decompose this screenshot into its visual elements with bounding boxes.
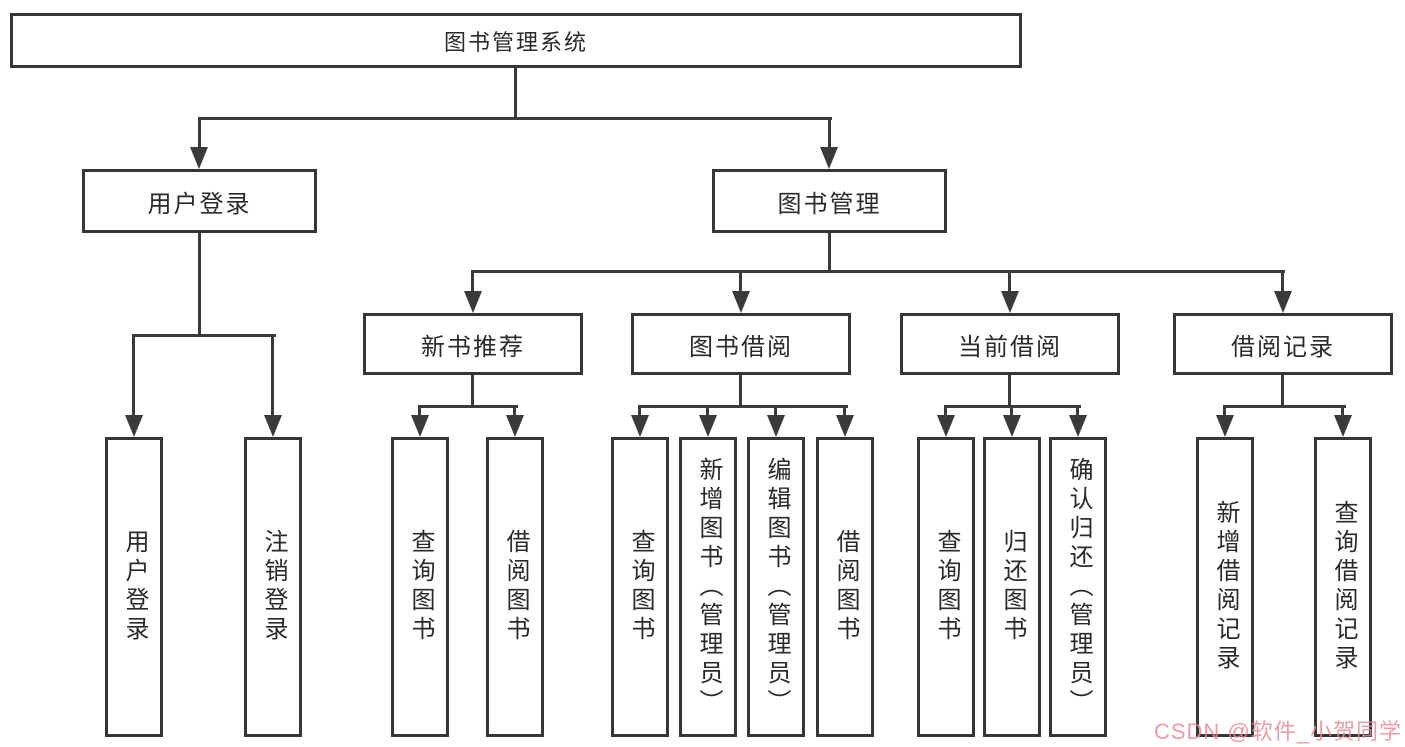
node-label: 归还图书 xyxy=(999,529,1026,645)
node-borrow-edit-books-admin: 编辑图书（管理员） xyxy=(747,437,805,737)
node-label: 用户登录 xyxy=(147,190,252,218)
connector-level3-rail xyxy=(471,270,1285,273)
connector-newrec-rail xyxy=(418,405,518,408)
node-user-login-leaf: 用户登录 xyxy=(105,437,163,737)
connector-drop xyxy=(774,405,777,417)
node-records-add-record: 新增借阅记录 xyxy=(1196,437,1254,737)
node-current-return-books: 归还图书 xyxy=(983,437,1041,737)
connector-drop xyxy=(513,405,516,417)
arrow-down-icon xyxy=(820,147,838,169)
node-label: 新书推荐 xyxy=(421,333,525,361)
node-label: 确认归还（管理员） xyxy=(1065,456,1092,718)
connector-root-stub xyxy=(514,68,517,117)
node-newrec-query-books: 查询图书 xyxy=(391,437,449,737)
node-label: 查询图书 xyxy=(407,529,434,645)
node-book-borrowing: 图书借阅 xyxy=(631,313,851,375)
connector-drop xyxy=(1223,405,1226,417)
arrow-down-icon xyxy=(506,415,524,437)
node-label: 借阅记录 xyxy=(1231,333,1335,361)
connector-drop xyxy=(739,270,742,293)
node-current-confirm-return-admin: 确认归还（管理员） xyxy=(1049,437,1107,737)
connector-user-login-stub xyxy=(198,233,201,337)
arrow-down-icon xyxy=(1001,291,1019,313)
connector-borrow-stub xyxy=(739,375,742,408)
connector-drop xyxy=(843,405,846,417)
node-label: 图书管理系统 xyxy=(443,29,588,55)
node-label: 图书管理 xyxy=(777,190,882,218)
node-records-query-record: 查询借阅记录 xyxy=(1314,437,1372,737)
node-label: 查询图书 xyxy=(933,529,960,645)
node-library-management-system: 图书管理系统 xyxy=(10,13,1022,68)
arrow-down-icon xyxy=(631,415,649,437)
watermark-csdn: CSDN @软件_小贺同学 xyxy=(1153,719,1402,744)
arrow-down-icon xyxy=(1274,291,1292,313)
arrow-down-icon xyxy=(1069,415,1087,437)
connector-newrec-stub xyxy=(471,375,474,408)
node-current-borrowing: 当前借阅 xyxy=(900,313,1120,375)
node-newrec-borrow-books: 借阅图书 xyxy=(486,437,544,737)
connector-drop xyxy=(1341,405,1344,417)
arrow-down-icon xyxy=(1216,415,1234,437)
node-logout: 注销登录 xyxy=(244,437,302,737)
node-label: 查询图书 xyxy=(627,529,654,645)
node-label: 新增图书（管理员） xyxy=(695,456,722,718)
connector-drop xyxy=(1281,270,1284,293)
connector-drop xyxy=(706,405,709,417)
connector-drop xyxy=(132,334,135,415)
node-label: 查询借阅记录 xyxy=(1330,500,1357,674)
connector-current-stub xyxy=(1008,375,1011,408)
arrow-down-icon xyxy=(125,415,143,437)
connector-book-mgmt-stub xyxy=(828,233,831,273)
arrow-down-icon xyxy=(767,415,785,437)
node-borrow-query-books: 查询图书 xyxy=(611,437,669,737)
node-label: 用户登录 xyxy=(121,529,148,645)
arrow-down-icon xyxy=(464,291,482,313)
node-book-management: 图书管理 xyxy=(712,169,947,233)
node-label: 新增借阅记录 xyxy=(1212,500,1239,674)
connector-drop xyxy=(1076,405,1079,417)
node-label: 图书借阅 xyxy=(689,333,793,361)
connector-drop xyxy=(1008,270,1011,293)
arrow-down-icon xyxy=(1003,415,1021,437)
arrow-down-icon xyxy=(1334,415,1352,437)
connector-drop xyxy=(271,334,274,415)
connector-drop xyxy=(418,405,421,417)
node-label: 编辑图书（管理员） xyxy=(763,456,790,718)
node-new-book-recommend: 新书推荐 xyxy=(363,313,583,375)
arrow-down-icon xyxy=(264,415,282,437)
arrow-down-icon xyxy=(836,415,854,437)
arrow-down-icon xyxy=(190,147,208,169)
arrow-down-icon xyxy=(699,415,717,437)
arrow-down-icon xyxy=(411,415,429,437)
node-label: 借阅图书 xyxy=(832,529,859,645)
connector-records-stub xyxy=(1281,375,1284,408)
arrow-down-icon xyxy=(937,415,955,437)
connector-drop xyxy=(1010,405,1013,417)
connector-borrow-rail xyxy=(638,405,848,408)
connector-drop xyxy=(638,405,641,417)
connector-records-rail xyxy=(1223,405,1346,408)
node-label: 当前借阅 xyxy=(958,333,1062,361)
node-user-login: 用户登录 xyxy=(82,169,317,233)
node-borrow-add-books-admin: 新增图书（管理员） xyxy=(679,437,737,737)
connector-drop xyxy=(944,405,947,417)
connector-level2-rail xyxy=(198,117,832,120)
node-borrowing-records: 借阅记录 xyxy=(1173,313,1393,375)
node-current-query-books: 查询图书 xyxy=(917,437,975,737)
connector-book-mgmt-drop xyxy=(828,117,831,149)
arrow-down-icon xyxy=(732,291,750,313)
node-borrow-borrow-books: 借阅图书 xyxy=(816,437,874,737)
node-label: 注销登录 xyxy=(260,529,287,645)
connector-user-login-rail xyxy=(132,334,276,337)
connector-drop xyxy=(471,270,474,293)
connector-user-login-drop xyxy=(198,117,201,149)
node-label: 借阅图书 xyxy=(502,529,529,645)
